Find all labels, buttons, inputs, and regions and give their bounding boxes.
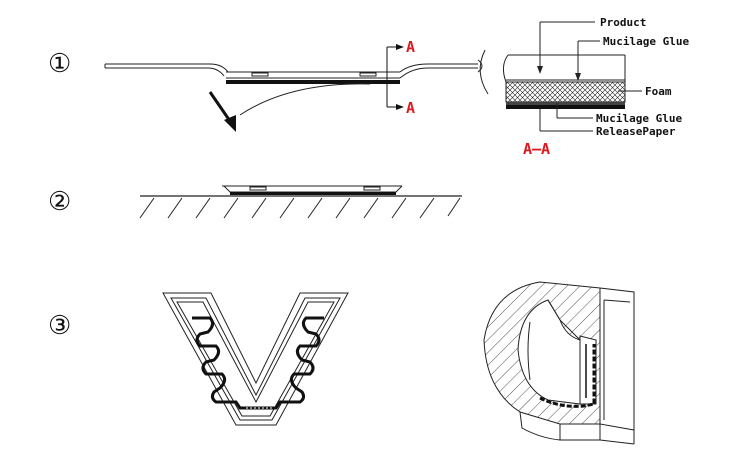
section-marker-top: A xyxy=(406,38,415,56)
label-mucilage-glue-top: Mucilage Glue xyxy=(603,35,689,48)
step-2-number: ② xyxy=(48,187,71,217)
label-foam: Foam xyxy=(645,85,672,98)
step-3-curved-block-illustration xyxy=(483,281,635,445)
label-release-paper: ReleasePaper xyxy=(596,125,676,138)
section-marker-bottom: A xyxy=(406,99,415,117)
section-a-a-title: A—A xyxy=(523,140,550,158)
label-mucilage-glue-bottom: Mucilage Glue xyxy=(596,112,682,125)
step-1-strip-illustration xyxy=(104,44,489,132)
step-1-number: ① xyxy=(48,49,71,79)
step-3-v-channel-illustration xyxy=(162,292,349,426)
step-3-number: ③ xyxy=(48,311,71,341)
label-product: Product xyxy=(600,16,646,29)
section-a-a-illustration xyxy=(502,21,642,132)
step-2-mounted-illustration xyxy=(139,185,462,219)
